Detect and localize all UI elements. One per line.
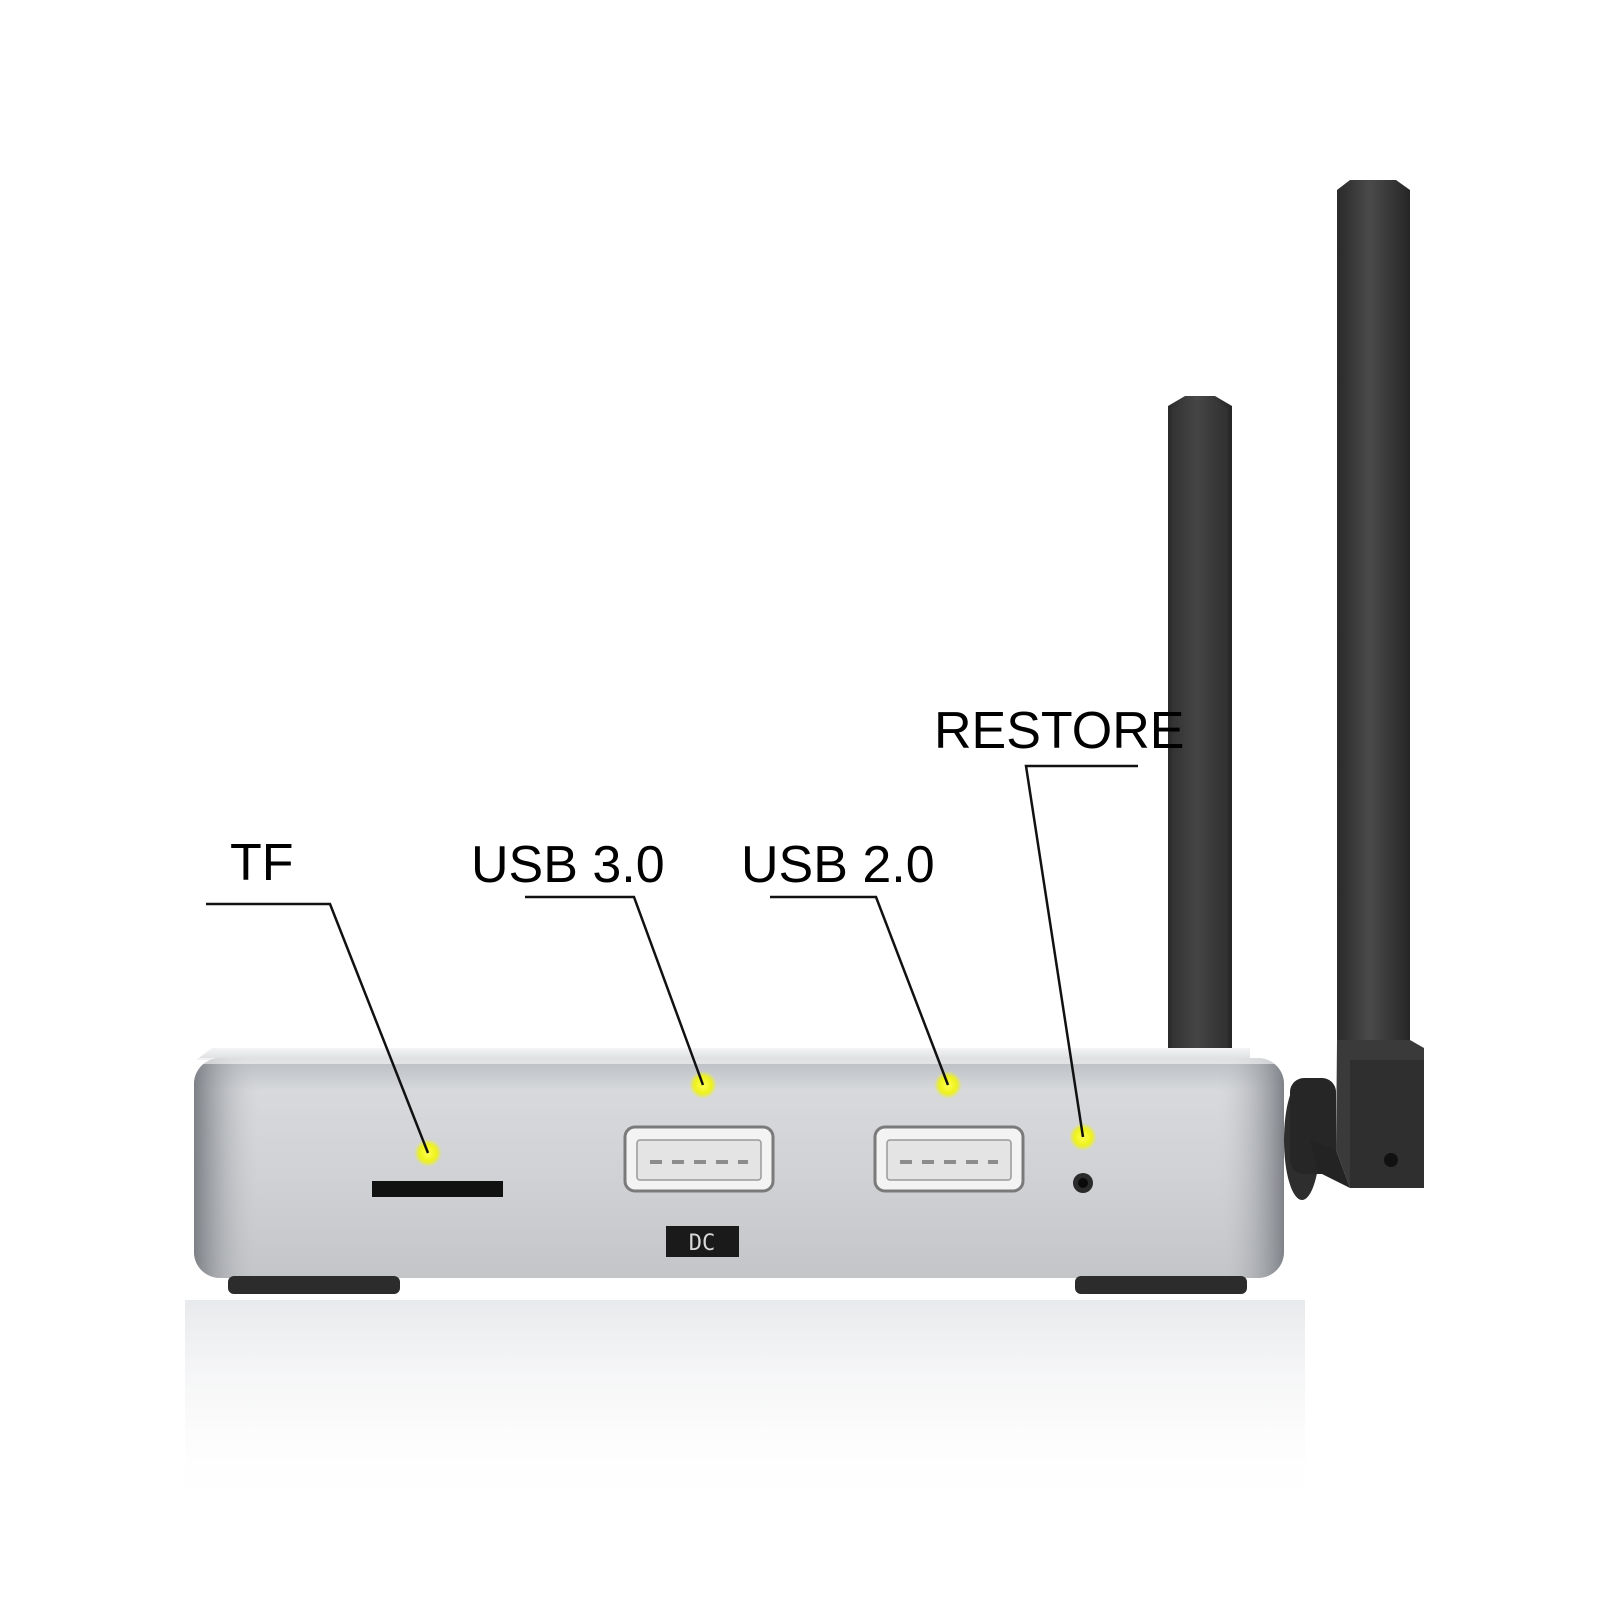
- tf-leader-line: [206, 902, 430, 1154]
- restore-leader-line: [1024, 764, 1138, 1138]
- usb3-leader-line: [525, 895, 705, 1086]
- foot-right: [1075, 1276, 1247, 1294]
- tf-label: TF: [230, 834, 294, 892]
- dc-badge: DC: [666, 1226, 739, 1257]
- usb2-port: [873, 1125, 1025, 1193]
- dc-label: DC: [689, 1231, 716, 1256]
- usb2-label: USB 2.0: [741, 836, 935, 894]
- floor-reflection: [185, 1300, 1305, 1520]
- antenna-hinge: [1284, 1078, 1336, 1200]
- usb3-label: USB 3.0: [471, 836, 665, 894]
- tf-card-slot: [372, 1181, 503, 1197]
- usb3-port: [623, 1125, 775, 1193]
- restore-label: RESTORE: [934, 702, 1184, 760]
- usb2-leader-line: [770, 895, 950, 1086]
- device-top-face: [196, 1048, 1250, 1060]
- foot-left: [228, 1276, 400, 1294]
- restore-pinhole: [1073, 1173, 1093, 1193]
- antenna-short: [1168, 396, 1232, 1065]
- antenna-tall: [1310, 180, 1424, 1188]
